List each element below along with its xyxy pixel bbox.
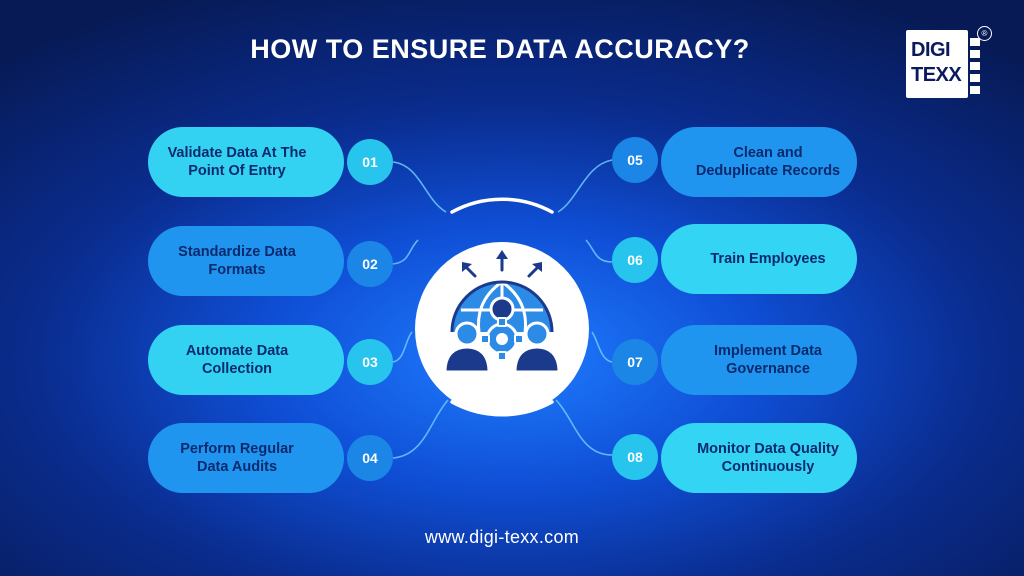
digitexx-logo: DIGI TEXX ® [906, 26, 992, 98]
step-pill-04: Perform Regular Data Audits [148, 423, 344, 493]
step-label-06: Train Employees [710, 251, 826, 267]
center-circle [415, 242, 589, 416]
step-label-03: Automate Data Collection [185, 343, 289, 377]
logo-line-1: DIGI [911, 39, 951, 61]
logo-box: DIGI TEXX [906, 30, 968, 98]
step-number-08: 08 [612, 434, 658, 480]
step-label-07: Implement Data Governance [714, 343, 822, 377]
step-number-01: 01 [347, 139, 393, 185]
globe-team-gear-icon [443, 250, 561, 374]
connector-06 [585, 239, 613, 263]
connector-01 [392, 161, 447, 213]
step-number-07: 07 [612, 339, 658, 385]
connector-04 [392, 399, 449, 459]
step-label-02: Standardize Data Formats [178, 244, 296, 278]
step-number-05: 05 [612, 137, 658, 183]
step-pill-03: Automate Data Collection [148, 325, 344, 395]
top-arc [450, 197, 554, 214]
step-number-06: 06 [612, 237, 658, 283]
connector-05 [557, 159, 613, 213]
step-pill-01: Validate Data At The Point Of Entry [148, 127, 344, 197]
step-label-01: Validate Data At The Point Of Entry [167, 145, 307, 179]
step-number-02: 02 [347, 241, 393, 287]
connector-08 [555, 399, 613, 456]
step-number-04: 04 [347, 435, 393, 481]
registered-mark: ® [977, 26, 992, 41]
page-title: HOW TO ENSURE DATA ACCURACY? [250, 34, 750, 64]
step-pill-02: Standardize Data Formats [148, 226, 344, 296]
step-label-08: Monitor Data Quality Continuously [697, 441, 839, 475]
connector-07 [591, 331, 613, 363]
footer-url: www.digi-texx.com [424, 527, 580, 547]
step-label-05: Clean and Deduplicate Records [695, 145, 841, 179]
step-pill-07: Implement Data Governance [661, 325, 857, 395]
logo-line-2: TEXX [911, 64, 962, 86]
step-number-03: 03 [347, 339, 393, 385]
step-label-04: Perform Regular Data Audits [180, 441, 294, 475]
logo-film-strip [970, 38, 980, 98]
connector-02 [392, 239, 419, 265]
connector-03 [392, 331, 413, 363]
step-pill-08: Monitor Data Quality Continuously [661, 423, 857, 493]
step-pill-05: Clean and Deduplicate Records [661, 127, 857, 197]
step-pill-06: Train Employees [661, 224, 857, 294]
